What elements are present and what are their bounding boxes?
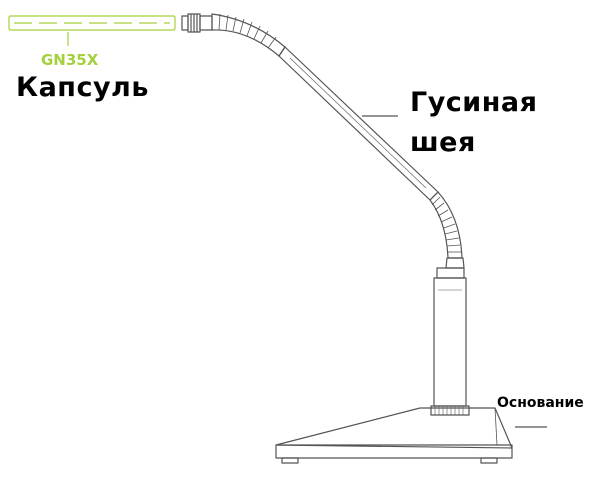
capsule-drawing [8, 15, 176, 46]
gooseneck-upper-flex [211, 13, 286, 57]
microphone-stem [430, 257, 470, 416]
tube-highlight [289, 57, 427, 189]
capsule-model-label: GN35X [41, 51, 99, 69]
lower-flex-ridges [431, 196, 461, 253]
base-label: Основание [497, 395, 584, 411]
capsule-connector [181, 13, 213, 33]
microphone-base [275, 407, 513, 464]
gooseneck-label-line2: шея [410, 127, 476, 158]
capsule-label: Капсуль [16, 72, 149, 103]
gooseneck-label-line1: Гусиная [410, 87, 538, 118]
upper-flex-ridges [218, 13, 277, 49]
gooseneck-label: Гусиная шея [410, 83, 537, 163]
